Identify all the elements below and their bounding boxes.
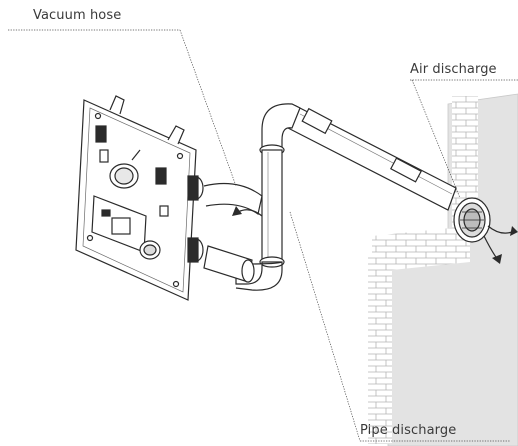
leader-lines bbox=[8, 29, 518, 442]
switch bbox=[99, 149, 109, 163]
connector-port bbox=[101, 209, 111, 217]
wall bbox=[368, 93, 518, 446]
motor-pin bbox=[131, 149, 141, 161]
motor-housing-rim bbox=[114, 167, 134, 185]
lower-connection-end bbox=[241, 259, 255, 283]
vertical-pipe-body bbox=[261, 149, 283, 263]
wall-brick-step bbox=[372, 226, 470, 272]
vacuum-hose-arrowhead bbox=[232, 206, 242, 216]
mount-hole bbox=[94, 112, 102, 120]
unit-panel bbox=[75, 95, 204, 301]
air-discharge-label: Air discharge bbox=[410, 62, 497, 77]
pipe-coupling-upper bbox=[301, 107, 333, 135]
mount-hole bbox=[172, 280, 180, 288]
switch bbox=[155, 167, 167, 185]
pipe-discharge-leader-diag bbox=[289, 211, 361, 442]
mount-hole bbox=[86, 234, 94, 242]
discharge-arrow-upper bbox=[487, 225, 513, 234]
vacuum-hose-label: Vacuum hose bbox=[33, 8, 122, 23]
vacuum-hose-leader-diag bbox=[179, 29, 237, 187]
panel-plate-inner bbox=[82, 107, 191, 293]
switch bbox=[159, 205, 169, 217]
lower-inlet-bore bbox=[143, 244, 157, 256]
mount-hole bbox=[176, 152, 184, 160]
pipe-discharge-label: Pipe discharge bbox=[360, 423, 457, 438]
pipe-coupling-mid bbox=[390, 157, 422, 183]
vacuum-hose bbox=[203, 183, 263, 217]
connector-block bbox=[111, 217, 131, 235]
hose-clamp bbox=[187, 237, 199, 263]
vacuum-hose-arrow bbox=[237, 209, 263, 217]
wall-brick-bottom bbox=[368, 254, 392, 444]
hose-clamp bbox=[187, 175, 199, 201]
top-bracket bbox=[109, 95, 125, 115]
vacuum-hose-body bbox=[203, 183, 263, 216]
air-discharge-vent bbox=[453, 197, 518, 264]
air-discharge-leader-diag bbox=[411, 79, 461, 199]
lower-elbow-outline bbox=[235, 262, 283, 291]
upper-pipe bbox=[259, 103, 457, 211]
top-bracket bbox=[167, 125, 185, 145]
upper-elbow bbox=[261, 103, 301, 151]
lower-connection bbox=[203, 245, 255, 283]
discharge-arrowhead-upper bbox=[510, 226, 518, 236]
switch bbox=[95, 125, 107, 143]
discharge-arrowhead-lower bbox=[492, 254, 502, 264]
